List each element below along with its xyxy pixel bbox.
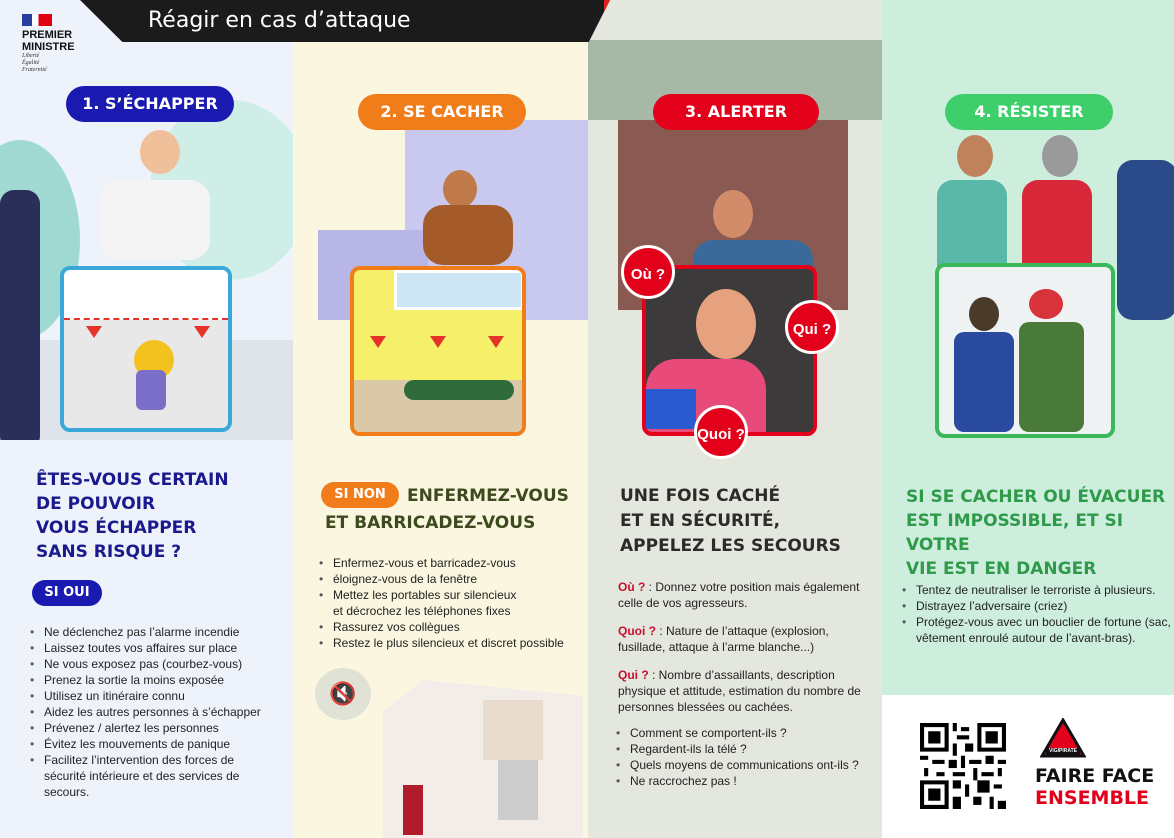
qa-question: Où ? bbox=[618, 580, 646, 594]
list-item: Évitez les mouvements de panique bbox=[30, 736, 280, 752]
escape-list: Ne déclenchez pas l’alarme incendie Lais… bbox=[30, 624, 280, 800]
list-item: Laissez toutes vos affaires sur place bbox=[30, 640, 280, 656]
list-item: Prenez la sortie la moins exposée bbox=[30, 672, 280, 688]
slogan-line-1: FAIRE FACE bbox=[1035, 765, 1155, 787]
list-item: Aidez les autres personnes à s’échapper bbox=[30, 704, 280, 720]
list-item: Regardent-ils la télé ? bbox=[616, 741, 876, 757]
resist-list: Tentez de neutraliser le terroriste à pl… bbox=[902, 582, 1172, 646]
headline-line: ET EN SÉCURITÉ, bbox=[620, 511, 781, 531]
headline-line: ÊTES-VOUS CERTAIN bbox=[36, 470, 229, 490]
step-3-alert-pill: 3. ALERTER bbox=[653, 94, 819, 130]
hide-list: Enfermez-vous et barricadez-vous éloigne… bbox=[319, 555, 584, 651]
headline-line: ENFERMEZ-VOUS bbox=[407, 486, 569, 506]
qa-answer: : Donnez votre position mais également c… bbox=[618, 580, 860, 610]
list-item: Utilisez un itinéraire connu bbox=[30, 688, 280, 704]
list-item: Ne raccrochez pas ! bbox=[616, 773, 876, 789]
page-title: Réagir en cas d’attaque bbox=[148, 8, 411, 33]
alert-headline: UNE FOIS CACHÉ ET EN SÉCURITÉ, APPELEZ L… bbox=[620, 484, 841, 559]
list-item: Comment se comportent-ils ? bbox=[616, 725, 876, 741]
title-banner: Réagir en cas d’attaque bbox=[80, 0, 610, 42]
headline-line: VOUS ÉCHAPPER bbox=[36, 518, 197, 538]
motto-line: Liberté bbox=[22, 53, 40, 59]
motto-line: Égalité bbox=[22, 60, 40, 66]
hide-headline: ENFERMEZ-VOUS ET BARRICADEZ-VOUS bbox=[325, 483, 569, 537]
section-alert: 3. ALERTER Où ? Qui ? Quoi ? UNE FOIS CA… bbox=[588, 0, 882, 838]
alert-list: Comment se comportent-ils ? Regardent-il… bbox=[616, 725, 876, 789]
escape-crouch-illustration bbox=[60, 266, 232, 432]
qa-question: Qui ? bbox=[618, 668, 649, 682]
vigipirate-label: VIGIPIRATE bbox=[1049, 748, 1077, 754]
headline-line: UNE FOIS CACHÉ bbox=[620, 486, 781, 506]
step-1-escape-pill: 1. S’ÉCHAPPER bbox=[66, 86, 234, 122]
headline-line: DE POUVOIR bbox=[36, 494, 156, 514]
list-item: Distrayez l’adversaire (criez) bbox=[902, 598, 1172, 614]
headline-line: EST IMPOSSIBLE, ET SI VOTRE bbox=[906, 511, 1124, 555]
qa-answer: : Nature de l’attaque (explosion, fusill… bbox=[618, 624, 829, 654]
headline-line: SI SE CACHER OU ÉVACUER bbox=[906, 487, 1166, 507]
resist-headline: SI SE CACHER OU ÉVACUER EST IMPOSSIBLE, … bbox=[906, 485, 1174, 581]
section-resist: 4. RÉSISTER SI SE CACHER OU ÉVACUER EST … bbox=[882, 0, 1174, 838]
where-bubble: Où ? bbox=[621, 245, 675, 299]
motto-line: Fraternité bbox=[22, 67, 47, 73]
headline-line: SANS RISQUE ? bbox=[36, 542, 182, 562]
list-item: Restez le plus silencieux et discret pos… bbox=[319, 635, 584, 651]
si-oui-badge: SI OUI bbox=[32, 580, 102, 606]
headline-line: APPELEZ LES SECOURS bbox=[620, 536, 841, 556]
list-item: Quels moyens de communications ont-ils ? bbox=[616, 757, 876, 773]
what-bubble: Quoi ? bbox=[694, 405, 748, 459]
who-bubble: Qui ? bbox=[785, 300, 839, 354]
section-escape: 1. S’ÉCHAPPER ÊTES-VOUS CERTAIN DE POUVO… bbox=[0, 0, 293, 838]
qa-what: Quoi ? : Nature de l’attaque (explosion,… bbox=[618, 623, 868, 655]
slogan-line-2: ENSEMBLE bbox=[1035, 787, 1150, 809]
escape-headline: ÊTES-VOUS CERTAIN DE POUVOIR VOUS ÉCHAPP… bbox=[36, 468, 229, 564]
vigipirate-logo: VIGIPIRATE bbox=[1039, 717, 1087, 758]
step-2-hide-pill: 2. SE CACHER bbox=[358, 94, 526, 130]
headline-line: VIE EST EN DANGER bbox=[906, 559, 1097, 579]
escape-illustration bbox=[0, 40, 293, 440]
list-item: Facilitez l’intervention des forces de s… bbox=[30, 752, 240, 800]
premier-ministre-logo: PREMIER MINISTRE Liberté Égalité Fratern… bbox=[22, 14, 92, 74]
list-item: Ne déclenchez pas l’alarme incendie bbox=[30, 624, 280, 640]
list-item: éloignez-vous de la fenêtre bbox=[319, 571, 584, 587]
french-flag-icon bbox=[22, 14, 52, 26]
qa-answer: : Nombre d’assaillants, description phys… bbox=[618, 668, 861, 714]
list-item: Mettez les portables sur silencieux et d… bbox=[319, 587, 529, 619]
slogan: FAIRE FACE ENSEMBLE bbox=[1035, 765, 1154, 809]
hide-crawl-illustration bbox=[350, 266, 526, 436]
list-item: Ne vous exposez pas (courbez-vous) bbox=[30, 656, 280, 672]
qa-who: Qui ? : Nombre d’assaillants, descriptio… bbox=[618, 667, 868, 715]
qa-where: Où ? : Donnez votre position mais égalem… bbox=[618, 579, 868, 611]
list-item: Enfermez-vous et barricadez-vous bbox=[319, 555, 584, 571]
list-item: Protégez-vous avec un bouclier de fortun… bbox=[902, 614, 1172, 646]
list-item: Tentez de neutraliser le terroriste à pl… bbox=[902, 582, 1172, 598]
mute-speaker-icon: 🔇 bbox=[315, 668, 371, 720]
si-non-badge: SI NON bbox=[321, 482, 399, 508]
list-item: Prévenez / alertez les personnes bbox=[30, 720, 280, 736]
step-4-resist-pill: 4. RÉSISTER bbox=[945, 94, 1113, 130]
office-barricade-illustration bbox=[383, 680, 583, 838]
resist-fight-illustration bbox=[935, 263, 1115, 438]
logo-text: PREMIER MINISTRE bbox=[22, 29, 75, 53]
list-item: Rassurez vos collègues bbox=[319, 619, 584, 635]
section-hide: 2. SE CACHER SI NON ENFERMEZ-VOUS ET BAR… bbox=[293, 0, 588, 838]
qr-code[interactable] bbox=[920, 723, 1006, 809]
qa-question: Quoi ? bbox=[618, 624, 656, 638]
headline-line: ET BARRICADEZ-VOUS bbox=[325, 513, 536, 533]
